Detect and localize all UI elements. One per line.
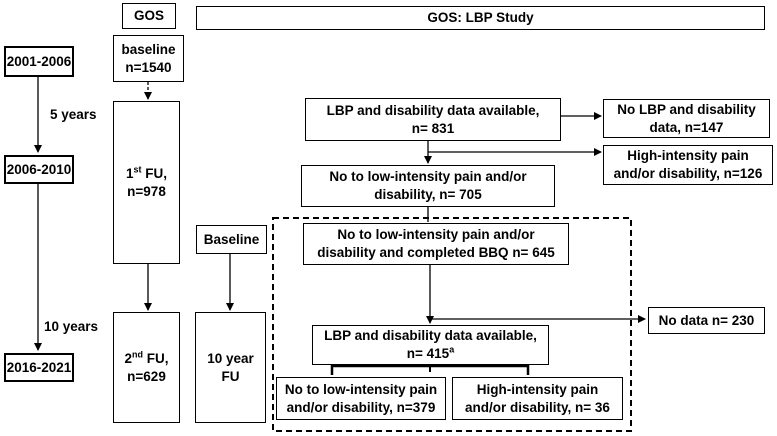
gos-header-box: GOS — [122, 3, 176, 29]
no-data-147-box: No LBP and disability data, n=147 — [603, 99, 770, 138]
study-title: GOS: LBP Study — [427, 10, 534, 26]
dashed-region — [272, 217, 632, 432]
lbp-10yr-fu-box: 10 year FU — [195, 312, 266, 423]
period-2016-2021: 2016-2021 — [4, 353, 74, 382]
available-831-box: LBP and disability data available, n= 83… — [305, 98, 561, 141]
gos-baseline-box: baseline n=1540 — [113, 35, 184, 82]
gos-fu1-box: 1st FU, n=978 — [113, 101, 180, 264]
available-415-box: LBP and disability data available, n= 41… — [312, 325, 549, 365]
period-2006-2010: 2006-2010 — [4, 155, 74, 184]
low-379-box: No to low-intensity pain and/or disabili… — [276, 377, 446, 420]
low-705-box: No to low-intensity pain and/or disabili… — [301, 165, 555, 207]
gos-fu2-box: 2nd FU, n=629 — [113, 312, 180, 423]
high-36-box: High-intensity pain and/or disability, n… — [452, 377, 623, 420]
interval-10-years: 10 years — [44, 319, 99, 334]
study-title-box: GOS: LBP Study — [196, 6, 765, 30]
high-126-box: High-intensity pain and/or disability, n… — [603, 145, 773, 185]
no-data-230-box: No data n= 230 — [648, 307, 765, 334]
lbp-baseline-box: Baseline — [196, 225, 267, 254]
period-2001-2006: 2001-2006 — [4, 46, 74, 77]
interval-5-years: 5 years — [50, 107, 97, 122]
gos-header-label: GOS — [133, 8, 164, 24]
bbq-645-box: No to low-intensity pain and/or disabili… — [303, 223, 569, 265]
